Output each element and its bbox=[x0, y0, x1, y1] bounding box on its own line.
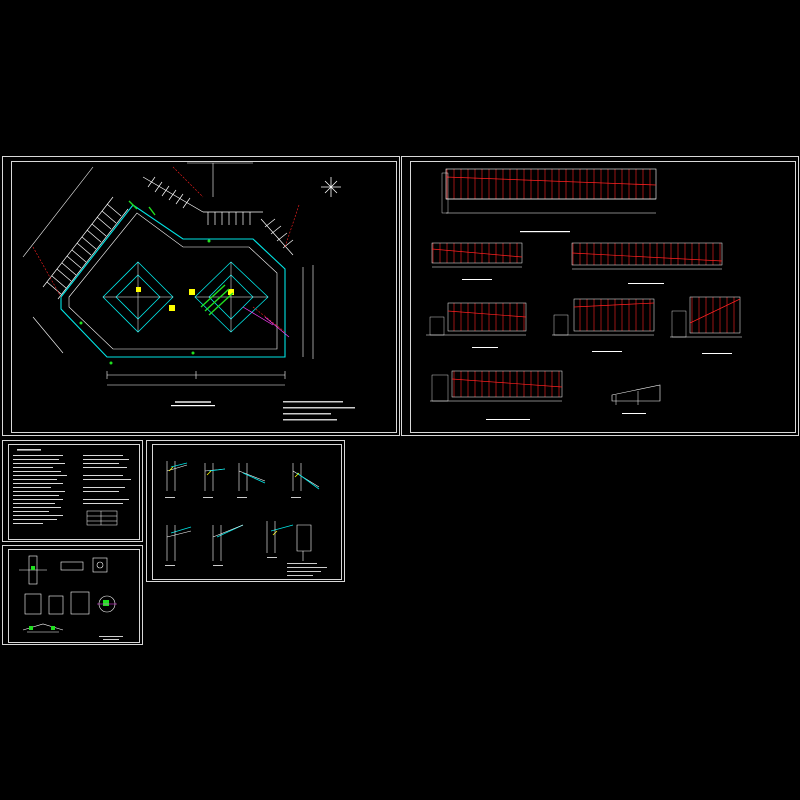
site-plan-sheet bbox=[2, 156, 400, 436]
node-detail-sheet bbox=[146, 440, 345, 582]
elevation-3 bbox=[571, 242, 723, 284]
design-notes-sheet bbox=[2, 440, 143, 542]
foundation-drawings bbox=[19, 555, 123, 640]
site-plan-drawing bbox=[22, 162, 355, 421]
plan-title-block bbox=[171, 401, 355, 421]
stair-hatch bbox=[128, 200, 234, 316]
site-plan-inner-frame bbox=[11, 161, 397, 433]
foundation-detail-sheet bbox=[2, 545, 143, 645]
columns bbox=[136, 287, 234, 311]
parking-stalls-top bbox=[142, 176, 263, 225]
elevation-inner-frame bbox=[410, 161, 796, 433]
dimension-lines bbox=[22, 162, 314, 386]
design-notes-text bbox=[13, 449, 131, 526]
elevation-6 bbox=[670, 296, 742, 354]
elevation-sheet bbox=[401, 156, 799, 436]
elevation-7 bbox=[430, 370, 563, 420]
magenta-leaders bbox=[242, 306, 290, 338]
compass-icon bbox=[321, 177, 341, 197]
dimension-leaders bbox=[32, 166, 300, 333]
node-detail-inner-frame bbox=[152, 444, 342, 580]
elevation-5 bbox=[552, 298, 655, 352]
elevation-main bbox=[441, 168, 657, 233]
canopy-outline bbox=[60, 204, 286, 358]
parking-stalls-left bbox=[42, 196, 129, 300]
elevation-drawings bbox=[426, 168, 742, 420]
detail-row-2 bbox=[166, 521, 312, 561]
parking-stalls-right bbox=[260, 218, 294, 256]
node-detail-drawings bbox=[165, 461, 327, 576]
design-notes-inner-frame bbox=[8, 444, 140, 540]
foundation-inner-frame bbox=[8, 549, 140, 643]
elevation-2 bbox=[431, 242, 523, 280]
small-section-detail bbox=[611, 384, 661, 414]
elevation-4 bbox=[426, 302, 527, 348]
